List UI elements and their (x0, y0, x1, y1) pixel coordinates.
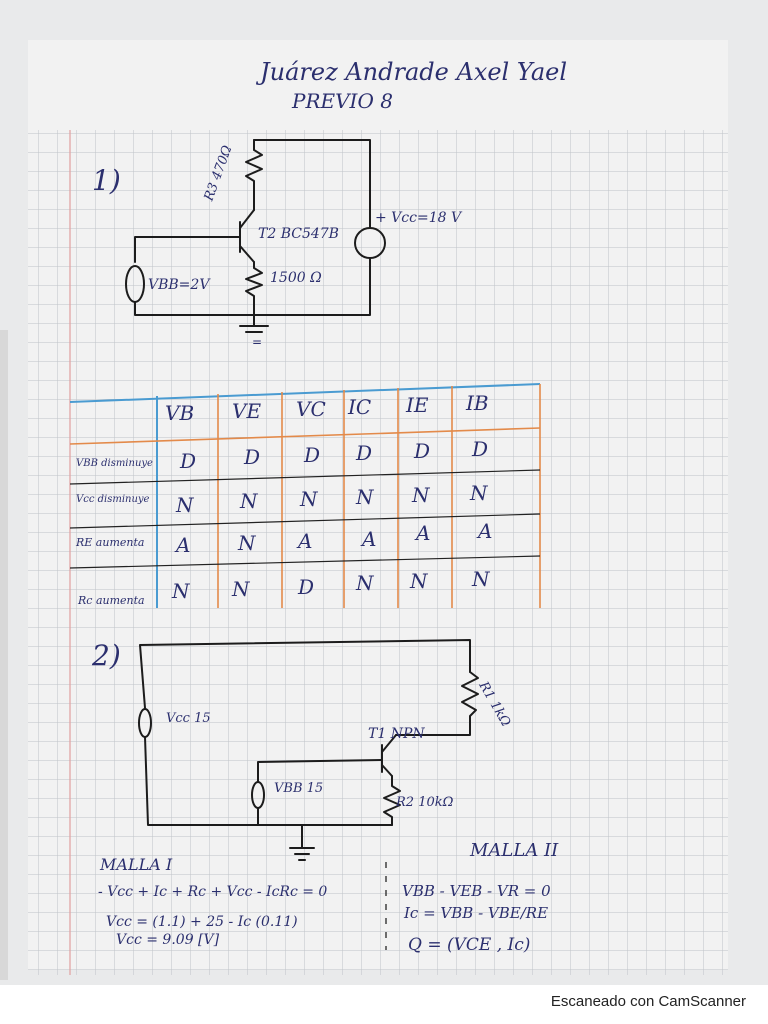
spiral-binding (0, 330, 8, 980)
grid-area (28, 130, 728, 975)
scanner-footer: Escaneado con CamScanner (0, 985, 768, 1024)
ground-label: = (252, 335, 262, 349)
row-label: Vcc disminuye (76, 494, 150, 505)
t2-label: T2 BC547B (258, 226, 339, 242)
t1-label: T1 NPN (368, 726, 425, 742)
table-cell: N (299, 487, 319, 511)
header-vb: VB (165, 401, 194, 425)
header-vc: VC (296, 397, 326, 421)
vcc-label: + Vcc=18 V (375, 210, 463, 226)
row-label: RE aumenta (75, 536, 144, 549)
table-cell: N (171, 579, 191, 603)
table-cell: A (360, 527, 376, 551)
table-cell: N (237, 531, 257, 555)
table-cell: N (231, 577, 251, 601)
malla2-eq2: Ic = VBB - VBE/RE (403, 904, 548, 922)
table-cell: A (476, 519, 492, 543)
equations: MALLA I - Vcc + Ic + Rc + Vcc - IcRc = 0… (98, 840, 559, 955)
table-cell: A (414, 521, 430, 545)
vbb2-label: VBB 15 (274, 781, 323, 796)
malla1-eq2: Vcc = (1.1) + 25 - Ic (0.11) (106, 914, 298, 930)
row-label: VBB disminuye (76, 458, 153, 469)
malla2-eq1: VBB - VEB - VR = 0 (402, 882, 551, 900)
table-cell: D (297, 575, 314, 599)
table-cell: N (239, 489, 259, 513)
header-ve: VE (232, 399, 261, 423)
table-cell: N (409, 569, 429, 593)
table-cell: N (469, 481, 489, 505)
problem-1-number: 1) (92, 164, 121, 197)
table-cell: D (243, 445, 260, 469)
header-ic: IC (347, 395, 371, 419)
table-cell: N (355, 571, 375, 595)
student-name: Juárez Andrade Axel Yael (255, 58, 567, 86)
table-cell: D (303, 443, 320, 467)
row-label: Rc aumenta (77, 594, 145, 607)
page-title: PREVIO 8 (291, 89, 393, 113)
camscanner-watermark: Escaneado con CamScanner (550, 993, 746, 1010)
table-cell: D (179, 449, 196, 473)
table-cell: A (296, 529, 312, 553)
circuit-2: 2) R1 1kΩ T1 NPN Vcc 15 VBB 15 R2 10kΩ (91, 639, 513, 861)
analysis-table: VB VE VC IC IE IB VBB disminuye D D D D … (69, 383, 541, 608)
problem-2-number: 2) (91, 639, 121, 672)
malla2-eq3: Q = (VCE , Ic) (408, 935, 530, 955)
r2-label: R2 10kΩ (395, 795, 454, 810)
table-cell: A (174, 533, 190, 557)
page-canvas: Juárez Andrade Axel Yael PREVIO 8 1) R3 … (0, 0, 768, 985)
malla1-title: MALLA I (99, 855, 173, 874)
table-cell: N (411, 483, 431, 507)
re-label: 1500 Ω (270, 270, 322, 286)
table-cell: N (355, 485, 375, 509)
vbb-label: VBB=2V (148, 277, 211, 293)
header-ie: IE (405, 393, 429, 417)
vcc2-label: Vcc 15 (166, 711, 211, 726)
malla2-title: MALLA II (469, 840, 559, 861)
malla1-eq1: - Vcc + Ic + Rc + Vcc - IcRc = 0 (98, 884, 327, 900)
table-cell: D (355, 441, 372, 465)
table-cell: N (471, 567, 491, 591)
table-cell: D (413, 439, 430, 463)
header-ib: IB (465, 391, 489, 415)
table-cell: D (471, 437, 488, 461)
malla1-eq3: Vcc = 9.09 [V] (116, 932, 220, 948)
table-cell: N (175, 493, 195, 517)
